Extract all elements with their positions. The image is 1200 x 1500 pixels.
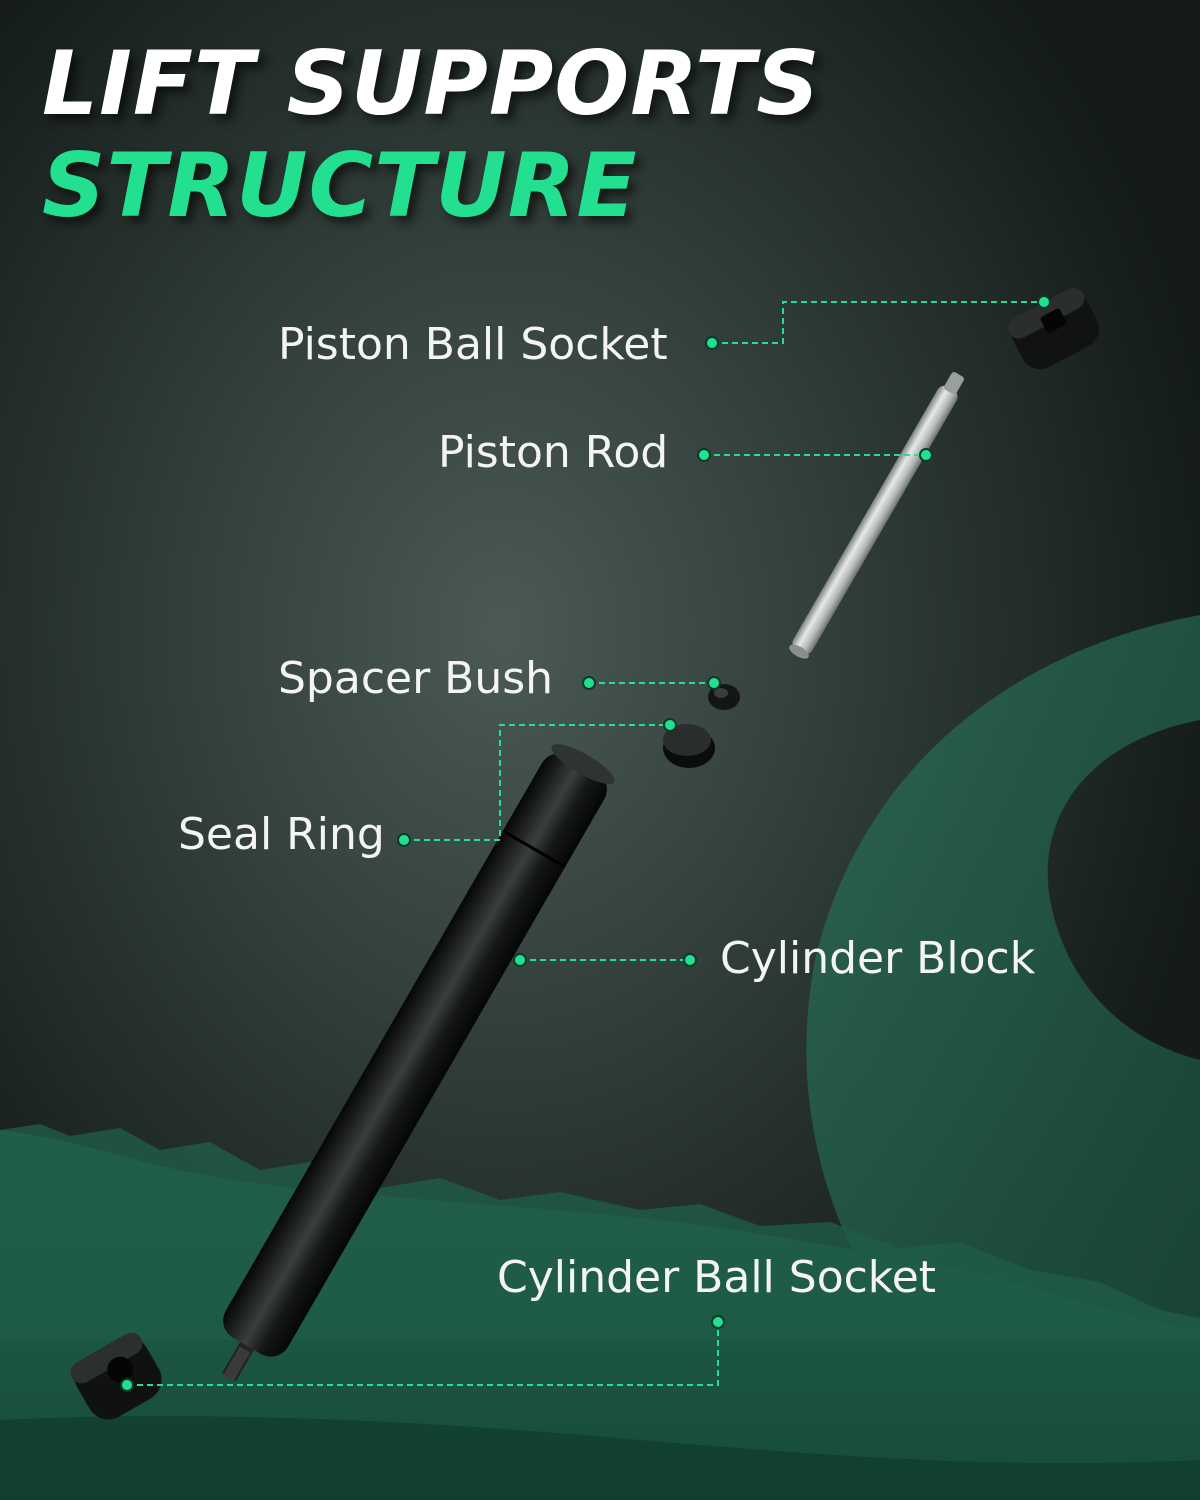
label-piston-rod: Piston Rod xyxy=(438,427,669,478)
marker-dot xyxy=(707,676,721,690)
marker-dot xyxy=(711,1315,725,1329)
leader-cylinder-ball-socket xyxy=(127,1322,719,1386)
label-seal-ring: Seal Ring xyxy=(178,809,385,860)
leader-piston-ball-socket xyxy=(712,301,1044,344)
leader-seal-ring xyxy=(404,724,670,841)
marker-dot xyxy=(919,448,933,462)
cylinder-block-part xyxy=(222,744,615,1382)
marker-dot xyxy=(397,833,411,847)
label-spacer-bush: Spacer Bush xyxy=(278,653,554,704)
spacer-bush-part xyxy=(708,684,740,710)
title-line-2: STRUCTURE xyxy=(42,134,638,237)
piston-ball-socket-part xyxy=(1007,287,1100,370)
marker-dot xyxy=(1037,295,1051,309)
marker-dot xyxy=(582,676,596,690)
title-line-1: LIFT SUPPORTS xyxy=(42,32,821,135)
seal-ring-part xyxy=(663,724,715,768)
cylinder-ball-socket-part xyxy=(70,1332,162,1420)
marker-dot xyxy=(705,336,719,350)
label-piston-ball-socket: Piston Ball Socket xyxy=(278,319,668,370)
marker-dot xyxy=(120,1378,134,1392)
piston-rod-part xyxy=(789,372,964,659)
label-cylinder-block: Cylinder Block xyxy=(720,933,1036,984)
ring-arc-shape xyxy=(806,615,1200,1330)
label-cylinder-ball-socket: Cylinder Ball Socket xyxy=(497,1252,937,1303)
marker-dot xyxy=(663,718,677,732)
marker-dot xyxy=(683,953,697,967)
marker-dot xyxy=(513,953,527,967)
marker-dot xyxy=(697,448,711,462)
